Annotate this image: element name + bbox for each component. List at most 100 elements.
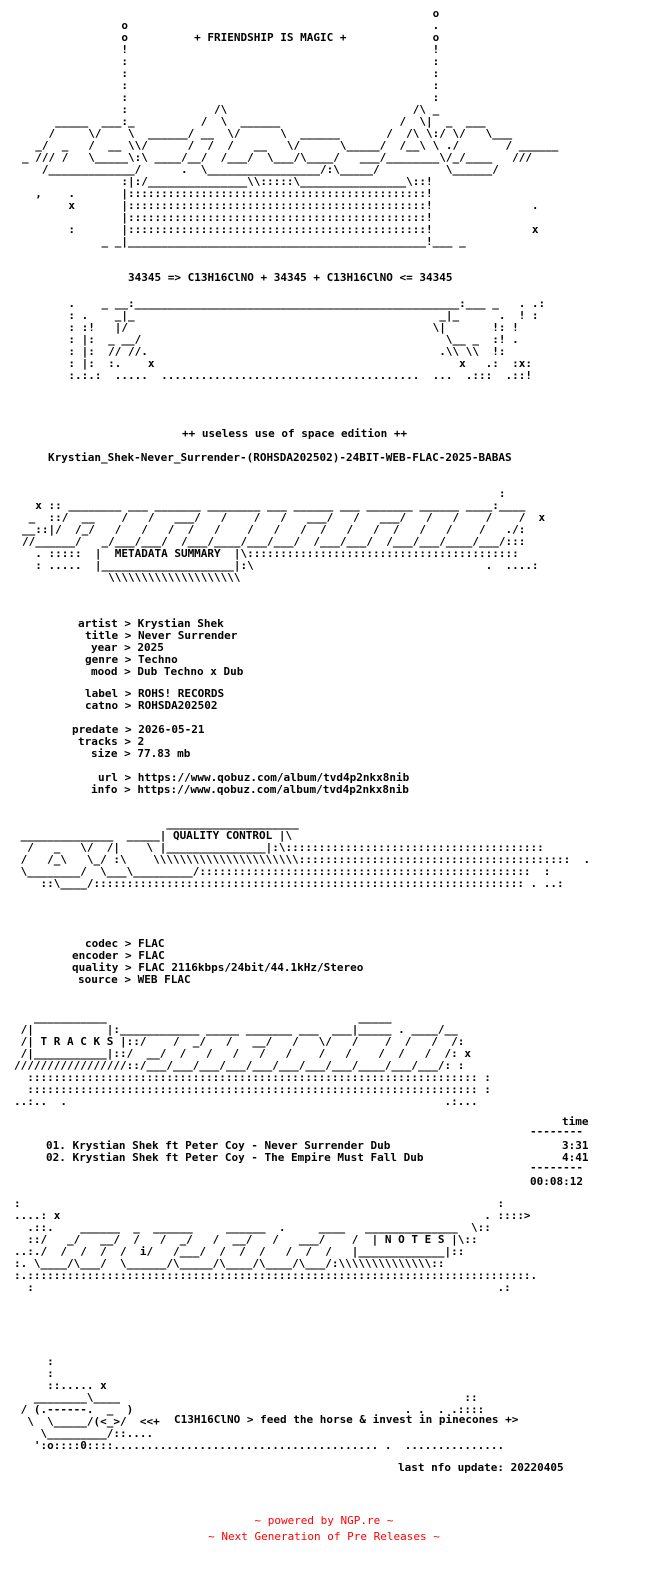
header-art-line: :.:.: ..... ............................… bbox=[22, 369, 532, 382]
track-title: Krystian Shek ft Peter Coy - The Empire … bbox=[72, 1151, 424, 1164]
header-art-line: : . _|_ _|_ . ! : bbox=[22, 309, 539, 322]
footer-art-line: ________\____ :: bbox=[14, 1391, 478, 1404]
meta-catno-value: ROHSDA202502 bbox=[137, 699, 218, 712]
tracks-time-divider: -------- bbox=[530, 1125, 583, 1138]
tracks-art-line: ..:.. . .:... bbox=[14, 1095, 478, 1108]
meta-predate: predate > 2026-05-21 bbox=[72, 723, 205, 736]
metadata-art-line: . ::::: | METADATA SUMMARY |\:::::::::::… bbox=[22, 547, 519, 560]
notes-art-line: ....: x . ::::> bbox=[14, 1209, 531, 1222]
header-art-line: : : bbox=[22, 91, 440, 104]
meta-size: size > 77.83 mb bbox=[91, 747, 191, 760]
footer-art-line: / (.------. _ ) . . . .:::: bbox=[14, 1403, 485, 1416]
quality-art-line: ______________ _____| QUALITY CONTROL |\ bbox=[14, 829, 293, 842]
last-update: last nfo update: 20220405 bbox=[398, 1461, 564, 1474]
meta-title: title > Never Surrender bbox=[85, 629, 238, 642]
track-time-2: 4:41 bbox=[562, 1151, 589, 1164]
release-name: Krystian_Shek-Never_Surrender-(ROHSDA202… bbox=[48, 451, 512, 464]
meta-tracks-value: 2 bbox=[137, 735, 145, 748]
quality-quality-value: FLAC 2116kbps/24bit/44.1kHz/Stereo bbox=[138, 961, 364, 974]
tracks-art-line: ::::::::::::::::::::::::::::::::::::::::… bbox=[14, 1071, 491, 1084]
footer-art-line: \_________/::.... bbox=[14, 1427, 154, 1440]
meta-info: info > https://www.qobuz.com/album/tvd4p… bbox=[91, 783, 409, 796]
quality-encoder: encoder > FLAC bbox=[72, 949, 165, 962]
tracks-art-line: /////////////////::/___/___/___/___/___/… bbox=[14, 1059, 465, 1072]
metadata-art-line: : bbox=[22, 487, 506, 500]
header-art-line: _/ _ / __ \\/ / / / __ \/ \_____/ /__\ \… bbox=[22, 139, 559, 152]
header-art-line: . _ __:_________________________________… bbox=[22, 297, 546, 310]
notes-art-line: :. \____/\___/ \______/\_____/\____/\___… bbox=[14, 1257, 445, 1270]
powered-by: ~ powered by NGP.re ~ bbox=[254, 1514, 394, 1527]
tracks-total-time: 00:08:12 bbox=[530, 1175, 583, 1188]
header-art-line: o bbox=[22, 7, 440, 20]
metadata-art-line: x :: ________ ___ _______ ________ ___ _… bbox=[22, 499, 526, 512]
header-art-line: : |: // //. .\\ \\ !: bbox=[22, 345, 506, 358]
header-art-line: : |: :. x x .: :x: bbox=[22, 357, 532, 370]
track-time-1: 3:31 bbox=[562, 1139, 589, 1152]
footer-art-line: : bbox=[14, 1367, 54, 1380]
footer-art-line: ::..... x bbox=[14, 1379, 107, 1392]
track-row-2: 02. Krystian Shek ft Peter Coy - The Emp… bbox=[46, 1152, 424, 1164]
tagline: C13H16ClNO > feed the horse & invest in … bbox=[174, 1413, 519, 1426]
notes-art-line: ..:./ / / / / i/ /___/ / / / / / / |____… bbox=[14, 1245, 465, 1258]
track-row-1: 01. Krystian Shek ft Peter Coy - Never S… bbox=[46, 1140, 390, 1152]
meta-label: label > ROHS! RECORDS bbox=[85, 687, 225, 700]
notes-art-line: ::/ _/ __/ / / _/ / __/ / ___/ / | N O T… bbox=[14, 1233, 478, 1246]
header-art-line: / \/ \ ______/ __ \/ \ ______ / /\ \:/ \… bbox=[22, 127, 513, 140]
meta-title-value: Never Surrender bbox=[137, 629, 238, 642]
meta-catno: catno > ROHSDA202502 bbox=[85, 699, 218, 712]
footer-art-line: ':o::::0::::............................… bbox=[14, 1439, 505, 1452]
meta-size-value: 77.83 mb bbox=[137, 747, 191, 760]
quality-art-line: ____________________ bbox=[14, 817, 299, 830]
meta-mood: mood > Dub Techno x Dub bbox=[91, 665, 244, 678]
meta-year: year > 2025 bbox=[91, 641, 164, 654]
tracks-art-line: ___________ _____ bbox=[14, 1011, 392, 1024]
track-title: Krystian Shek ft Peter Coy - Never Surre… bbox=[72, 1139, 391, 1152]
notes-art-line: .::. ______ _ ______ ______ . ____ _____… bbox=[14, 1221, 491, 1234]
header-art-line: , . |:::::::::::::::::::::::::::::::::::… bbox=[22, 187, 433, 200]
notes-art-line: : .: bbox=[14, 1281, 511, 1294]
header-art-line: : : bbox=[22, 79, 440, 92]
tracks-art-line: /| T R A C K S |::/ / _/ / __/ / \/ / / … bbox=[14, 1035, 465, 1048]
footer-art-line: \ \_____/(<_>/ <<+ bbox=[14, 1415, 160, 1428]
metadata-art-line: _ ::/ __ / / ___/ / / / ___/ / ___/ / / … bbox=[22, 511, 546, 524]
header-art-line: : |:::::::::::::::::::::::::::::::::::::… bbox=[22, 223, 539, 236]
meta-artist: artist > Krystian Shek bbox=[78, 617, 224, 630]
meta-mood-value: Dub Techno x Dub bbox=[137, 665, 244, 678]
tracks-time-label: time bbox=[562, 1115, 589, 1128]
tracks-art-line: ::::::::::::::::::::::::::::::::::::::::… bbox=[14, 1083, 491, 1096]
track-number: 01. bbox=[46, 1139, 66, 1152]
tracks-art-line: /|___________|::/ __/ / / / / / / / / / … bbox=[14, 1047, 471, 1060]
header-art-line: x |:::::::::::::::::::::::::::::::::::::… bbox=[22, 199, 539, 212]
header-art-line: : : bbox=[22, 55, 440, 68]
tracks-total-divider: -------- bbox=[530, 1161, 583, 1174]
header-art-line: : |: _ __/ \__ _ :! . bbox=[22, 333, 519, 346]
quality-quality: quality > FLAC 2116kbps/24bit/44.1kHz/St… bbox=[72, 961, 364, 974]
meta-info-link[interactable]: https://www.qobuz.com/album/tvd4p2nkx8ni… bbox=[137, 783, 409, 796]
powered-tagline: ~ Next Generation of Pre Releases ~ bbox=[208, 1530, 440, 1543]
meta-artist-value: Krystian Shek bbox=[137, 617, 224, 630]
edition-line: ++ useless use of space edition ++ bbox=[182, 427, 408, 440]
quality-art-line: ::\____/::::::::::::::::::::::::::::::::… bbox=[14, 877, 564, 890]
meta-predate-value: 2026-05-21 bbox=[138, 723, 205, 736]
quality-source: source > WEB FLAC bbox=[78, 973, 191, 986]
quality-art-line: \________/ \___\_________/::::::::::::::… bbox=[14, 865, 551, 878]
meta-url-link[interactable]: https://www.qobuz.com/album/tvd4p2nkx8ni… bbox=[137, 771, 410, 784]
tracks-art-line: /| |:____________ _____ _______ ___ ___|… bbox=[14, 1023, 458, 1036]
metadata-art-line: : ..... |____________________|:\ . ....: bbox=[22, 559, 539, 572]
header-art-line: /_____________/ . \_________________/:\_… bbox=[22, 163, 499, 176]
header-art-line: : /\ /\ _ bbox=[22, 103, 440, 116]
quality-codec: codec > FLAC bbox=[85, 937, 165, 950]
metadata-art-line: \\\\\\\\\\\\\\\\\\\\ bbox=[22, 571, 241, 584]
meta-url: url > https://www.qobuz.com/album/tvd4p2… bbox=[98, 771, 410, 784]
header-art-line: :|:/_______________\\:::::\_____________… bbox=[22, 175, 433, 188]
formula-line: 34345 => C13H16ClNO + 34345 + C13H16ClNO… bbox=[128, 271, 453, 284]
header-art-line: ! ! bbox=[22, 43, 440, 56]
quality-art-line: / _ \/ /| \ |_______________|:\:::::::::… bbox=[14, 841, 544, 854]
meta-year-value: 2025 bbox=[137, 641, 164, 654]
header-art-line: o + FRIENDSHIP IS MAGIC + o bbox=[22, 31, 440, 44]
header-art-line: _ _|____________________________________… bbox=[22, 235, 466, 248]
quality-encoder-value: FLAC bbox=[138, 949, 165, 962]
footer-art-line: : bbox=[14, 1355, 54, 1368]
meta-label-value: ROHS! RECORDS bbox=[137, 687, 225, 700]
